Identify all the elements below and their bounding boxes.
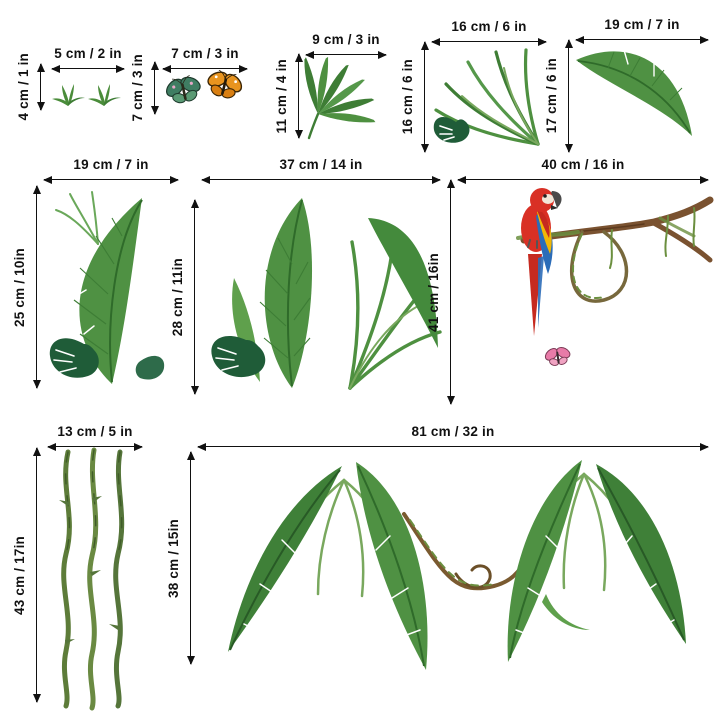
width-label-palm-cluster: 16 cm / 6 in	[451, 19, 527, 34]
width-measure-banana-monstera: 19 cm / 7 in	[43, 157, 179, 185]
v-arrow	[565, 39, 574, 153]
height-label-butterflies: 7 cm / 3 in	[130, 54, 145, 122]
width-label-leaf-cluster: 37 cm / 14 in	[279, 157, 363, 172]
monstera-leaf-icon	[211, 335, 266, 378]
teal-butterfly-icon	[166, 75, 201, 104]
width-label-fan-palm: 9 cm / 3 in	[312, 32, 380, 47]
width-measure-vines: 13 cm / 5 in	[47, 424, 143, 452]
h-arrow	[305, 51, 387, 60]
banana-leaf-icon	[576, 49, 692, 136]
height-label-fan-palm: 11 cm / 4 in	[274, 58, 289, 134]
palm-fronds-icon	[434, 48, 540, 146]
height-label-palm-cluster: 16 cm / 6 in	[400, 59, 415, 135]
width-measure-leaf-cluster: 37 cm / 14 in	[201, 157, 441, 185]
big-leaf-right-inner-icon	[507, 460, 582, 662]
banana-monstera-illustration	[38, 182, 192, 392]
height-measure-leaf-cluster: 28 cm / 11in	[170, 199, 200, 395]
parrot-icon	[521, 188, 562, 336]
monarch-butterfly-icon	[207, 69, 243, 99]
v-arrow	[295, 53, 304, 139]
fern-icon	[55, 191, 99, 245]
height-measure-vines: 43 cm / 17in	[12, 447, 42, 703]
height-measure-garland: 38 cm / 15in	[166, 451, 196, 665]
monstera-leaf-icon	[49, 338, 99, 378]
height-label-vines: 43 cm / 17in	[12, 535, 27, 615]
width-label-banana-monstera: 19 cm / 7 in	[73, 157, 149, 172]
width-measure-butterflies: 7 cm / 3 in	[162, 46, 248, 74]
h-arrow	[575, 36, 709, 45]
v-arrow	[421, 41, 430, 153]
height-label-banana-monstera: 25 cm / 10in	[12, 247, 27, 327]
v-arrow	[37, 63, 46, 111]
v-arrow	[151, 61, 160, 115]
v-arrow	[447, 179, 456, 405]
width-label-grass: 5 cm / 2 in	[54, 46, 122, 61]
h-arrow	[201, 176, 441, 185]
grass-sprig-icon	[88, 84, 121, 106]
h-arrow	[51, 65, 125, 74]
parrot-scene-illustration	[454, 176, 716, 404]
width-label-butterflies: 7 cm / 3 in	[171, 46, 239, 61]
height-label-grass: 4 cm / 1 in	[16, 53, 31, 121]
height-label-leaf-cluster: 28 cm / 11in	[170, 257, 185, 337]
grass-sprig-icon	[52, 84, 85, 106]
width-label-garland: 81 cm / 32 in	[411, 424, 495, 439]
height-measure-banana-monstera: 25 cm / 10in	[12, 185, 42, 389]
width-measure-grass: 5 cm / 2 in	[51, 46, 125, 74]
height-label-banana-leaf: 17 cm / 6 in	[544, 58, 559, 134]
vines-illustration	[46, 444, 144, 712]
fan-palm-illustration	[300, 50, 392, 142]
h-arrow	[457, 176, 709, 185]
big-leaf-left-inner-icon	[356, 462, 428, 670]
palm-cluster-illustration	[428, 38, 548, 152]
fan-palm-icon	[304, 56, 376, 140]
big-leaf-left-icon	[228, 466, 342, 652]
pink-butterfly-icon	[544, 347, 571, 366]
butterflies-illustration	[160, 64, 252, 116]
leaf-cluster-illustration	[198, 188, 448, 394]
width-measure-fan-palm: 9 cm / 3 in	[305, 32, 387, 60]
width-measure-garland: 81 cm / 32 in	[197, 424, 709, 452]
big-leaf-right-icon	[596, 464, 686, 644]
height-measure-palm-cluster: 16 cm / 6 in	[400, 41, 430, 153]
v-arrow	[33, 447, 42, 703]
banana-leaf-icon	[259, 198, 313, 388]
height-label-parrot: 41 cm / 16in	[426, 252, 441, 332]
small-leaf-icon	[135, 355, 165, 380]
v-arrow	[187, 451, 196, 665]
monstera-leaf-icon	[433, 116, 470, 143]
height-measure-grass: 4 cm / 1 in	[16, 53, 46, 121]
grass-illustration	[50, 72, 124, 110]
width-label-vines: 13 cm / 5 in	[57, 424, 133, 439]
h-arrow	[197, 443, 709, 452]
width-measure-banana-leaf: 19 cm / 7 in	[575, 17, 709, 45]
garland-illustration	[194, 444, 716, 688]
h-arrow	[47, 443, 143, 452]
small-leaf-icon	[542, 594, 590, 630]
palm-spikes-icon	[276, 472, 646, 598]
vine-leaf-nub-icon	[59, 496, 120, 644]
height-measure-parrot: 41 cm / 16in	[426, 179, 456, 405]
vine-icon	[61, 447, 125, 711]
width-label-parrot: 40 cm / 16 in	[541, 157, 625, 172]
height-measure-banana-leaf: 17 cm / 6 in	[544, 39, 574, 153]
banana-leaf-illustration	[568, 34, 716, 152]
h-arrow	[162, 65, 248, 74]
drooping-leaf-icon	[368, 218, 438, 348]
width-measure-palm-cluster: 16 cm / 6 in	[431, 19, 547, 47]
width-label-banana-leaf: 19 cm / 7 in	[604, 17, 680, 32]
vine-loop-icon	[569, 207, 696, 303]
h-arrow	[431, 38, 547, 47]
v-arrow	[33, 185, 42, 389]
height-measure-butterflies: 7 cm / 3 in	[130, 54, 160, 122]
h-arrow	[43, 176, 179, 185]
banana-leaf-icon	[73, 198, 143, 384]
height-measure-fan-palm: 11 cm / 4 in	[274, 53, 304, 139]
height-label-garland: 38 cm / 15in	[166, 518, 181, 598]
width-measure-parrot: 40 cm / 16 in	[457, 157, 709, 185]
v-arrow	[191, 199, 200, 395]
